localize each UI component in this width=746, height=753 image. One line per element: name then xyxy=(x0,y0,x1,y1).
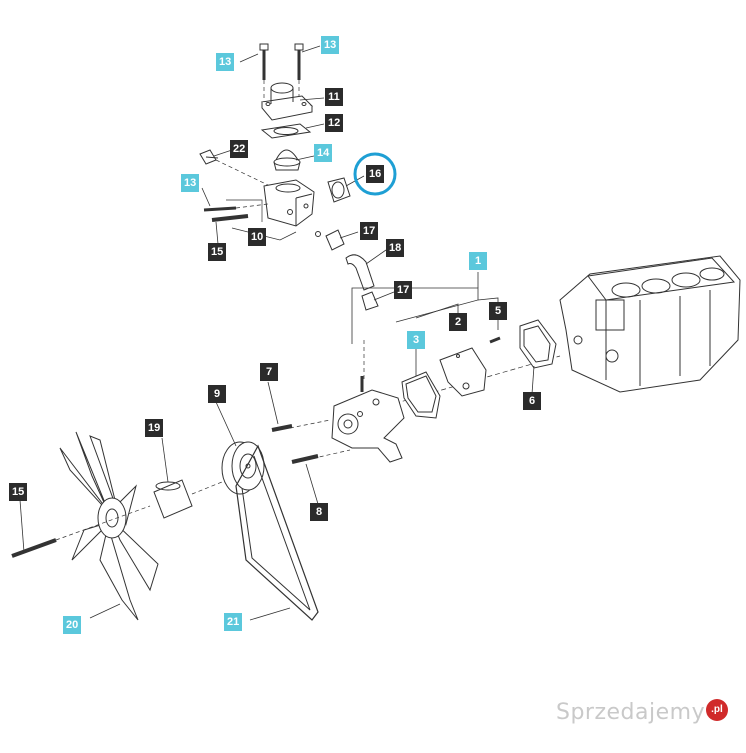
callout-6: 6 xyxy=(523,392,541,410)
callout-11: 11 xyxy=(325,88,343,106)
callout-2: 2 xyxy=(449,313,467,331)
fan-belt xyxy=(235,444,319,621)
pump-gasket xyxy=(401,371,441,419)
bolt-13-left xyxy=(259,43,269,110)
callout-21: 21 xyxy=(224,613,243,631)
callout-12: 12 xyxy=(325,114,344,132)
highlight-ring xyxy=(353,152,397,196)
callout-13-top-right: 13 xyxy=(321,36,340,54)
callout-9: 9 xyxy=(208,385,226,403)
back-plate xyxy=(439,347,487,397)
callout-3: 3 xyxy=(407,331,425,349)
thermostat-gasket xyxy=(260,123,312,139)
callout-leaders xyxy=(19,45,535,621)
callout-15-upper: 15 xyxy=(208,243,227,261)
hose-clamp-upper xyxy=(315,229,345,251)
callout-10: 10 xyxy=(248,228,267,246)
group-leader-lines xyxy=(289,272,561,461)
callout-22: 22 xyxy=(230,140,249,158)
block-gasket xyxy=(519,319,557,369)
thermostat-housing xyxy=(263,179,315,227)
callout-17-lower: 17 xyxy=(394,281,413,299)
pump-bolt-upper xyxy=(271,424,293,432)
engine-block xyxy=(559,255,741,393)
callout-20: 20 xyxy=(63,616,82,634)
fan-spacer xyxy=(153,479,223,519)
callout-19: 19 xyxy=(145,419,164,437)
o-ring-gasket xyxy=(327,177,351,203)
callout-14: 14 xyxy=(314,144,333,162)
cooling-fan xyxy=(59,431,159,621)
callout-1: 1 xyxy=(469,252,487,270)
callout-15-lower: 15 xyxy=(9,483,28,501)
callout-13-top-left: 13 xyxy=(216,53,235,71)
plate-bolt xyxy=(489,336,501,344)
callout-8: 8 xyxy=(310,503,328,521)
callout-7: 7 xyxy=(260,363,278,381)
fan-pulley xyxy=(221,441,265,495)
temperature-sensor xyxy=(199,149,271,187)
hose-clamp-lower xyxy=(361,291,379,311)
callout-16: 16 xyxy=(366,165,385,183)
fan-bolt xyxy=(11,505,151,558)
callout-13-left: 13 xyxy=(181,174,200,192)
callout-5: 5 xyxy=(489,302,507,320)
thermostat-cover xyxy=(261,82,314,121)
watermark-text: Sprzedajemy xyxy=(556,700,706,725)
bypass-hose xyxy=(345,254,375,291)
callout-18: 18 xyxy=(386,239,405,257)
callout-17-upper: 17 xyxy=(360,222,379,240)
water-pump xyxy=(331,376,405,463)
pump-bolt-lower xyxy=(291,454,319,464)
watermark-badge: .pl xyxy=(706,699,728,721)
